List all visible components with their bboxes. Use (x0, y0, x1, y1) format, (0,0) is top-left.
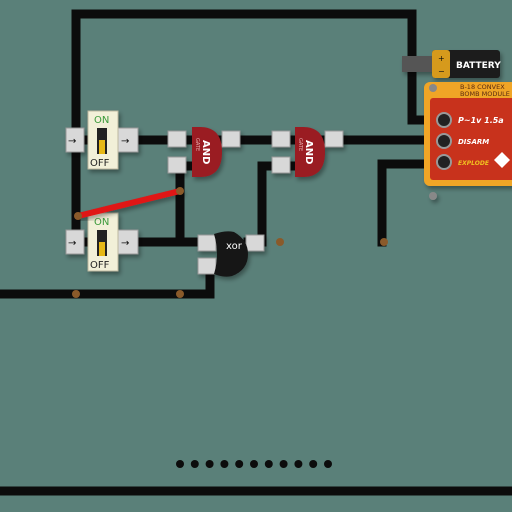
xor-gate-input-a (197, 234, 217, 252)
jumper-end (74, 212, 82, 220)
switch-2-off-label: OFF (90, 260, 110, 271)
module-row-power: P~1v 1.5a (458, 116, 504, 125)
wire-bottom-left (0, 261, 215, 299)
battery-minus: − (438, 67, 445, 76)
arrow-right-icon: → (68, 136, 76, 147)
and-gate-1[interactable]: AND GATE (167, 127, 241, 177)
xor-gate-output (245, 234, 265, 252)
page-dot[interactable] (279, 460, 288, 468)
arrow-right-icon: → (68, 238, 76, 249)
jumper-end (72, 290, 80, 298)
switch-2-lever[interactable] (99, 242, 105, 256)
and-gate-2-input-a (271, 130, 291, 148)
bomb-module: B-18 CONVEX BOMB MODULE P~1v 1.5a DISARM… (424, 82, 512, 200)
switch-1-terminal-in (65, 127, 85, 153)
jumper-wire-diagonal[interactable] (75, 188, 183, 219)
module-title-1: B-18 CONVEX (460, 83, 505, 91)
battery-cap (432, 50, 450, 78)
module-screw-bottom (429, 192, 437, 200)
module-title-2: BOMB MODULE (460, 90, 510, 98)
module-terminal-3[interactable] (436, 154, 452, 170)
wire-gate1-lower (175, 161, 201, 247)
module-terminal-2[interactable] (436, 133, 452, 149)
and-gate-2-body (295, 127, 325, 177)
and-gate-1-label: AND (200, 140, 211, 164)
and-gate-1-input-b (167, 156, 187, 174)
and-gate-1-body (192, 127, 222, 177)
module-row-disarm: DISARM (458, 138, 489, 146)
page-dot[interactable] (309, 460, 318, 468)
warning-icon (494, 152, 510, 168)
page-dot[interactable] (190, 460, 199, 468)
switch-1-off-label: OFF (90, 158, 110, 169)
jumper-end (380, 238, 388, 246)
and-gate-2[interactable]: AND GATE (271, 127, 344, 177)
battery-plus: + (438, 54, 445, 63)
jumper-end (176, 187, 184, 195)
battery[interactable]: + − BATTERY (402, 50, 501, 78)
xor-gate-body (214, 231, 248, 277)
and-gate-2-label: AND (303, 140, 314, 164)
page-indicator[interactable] (176, 460, 332, 468)
page-dot[interactable] (235, 460, 244, 468)
and-gate-2-output (324, 130, 344, 148)
and-gate-1-sub: GATE (194, 138, 200, 151)
xor-gate[interactable]: xor (197, 231, 265, 277)
toggle-switch-2[interactable]: → → ON OFF (65, 212, 139, 272)
wire-top-loop (71, 9, 435, 141)
wire-xor-to-gate2 (243, 161, 305, 247)
module-screw-top (429, 84, 437, 92)
page-dot[interactable] (264, 460, 273, 468)
jumper-wires (72, 187, 388, 298)
module-row-explode: EXPLODE (458, 160, 490, 167)
page-dot[interactable] (324, 460, 332, 468)
page-dot[interactable] (176, 460, 184, 468)
and-gate-1-output (221, 130, 241, 148)
arrow-right-icon: → (121, 238, 129, 249)
jumper-end (176, 290, 184, 298)
xor-gate-label: xor (226, 241, 243, 252)
module-terminal-1[interactable] (436, 112, 452, 128)
toggle-switch-1[interactable]: → → ON OFF (65, 110, 139, 170)
and-gate-2-sub: GATE (297, 138, 303, 151)
page-dot[interactable] (205, 460, 214, 468)
switch-2-terminal-in (65, 229, 85, 255)
battery-label: BATTERY (456, 61, 501, 71)
and-gate-1-input-a (167, 130, 187, 148)
wire-to-module-lower (377, 159, 435, 247)
switch-2-on-label: ON (94, 217, 109, 228)
page-dot[interactable] (220, 460, 229, 468)
jumper-end (276, 238, 284, 246)
switch-1-on-label: ON (94, 115, 109, 126)
switch-1-lever[interactable] (99, 140, 105, 154)
page-dot[interactable] (250, 460, 258, 468)
xor-gate-input-b (197, 257, 217, 275)
battery-clip (402, 56, 432, 72)
arrow-right-icon: → (121, 136, 129, 147)
and-gate-2-input-b (271, 156, 291, 174)
page-dot[interactable] (294, 460, 303, 468)
